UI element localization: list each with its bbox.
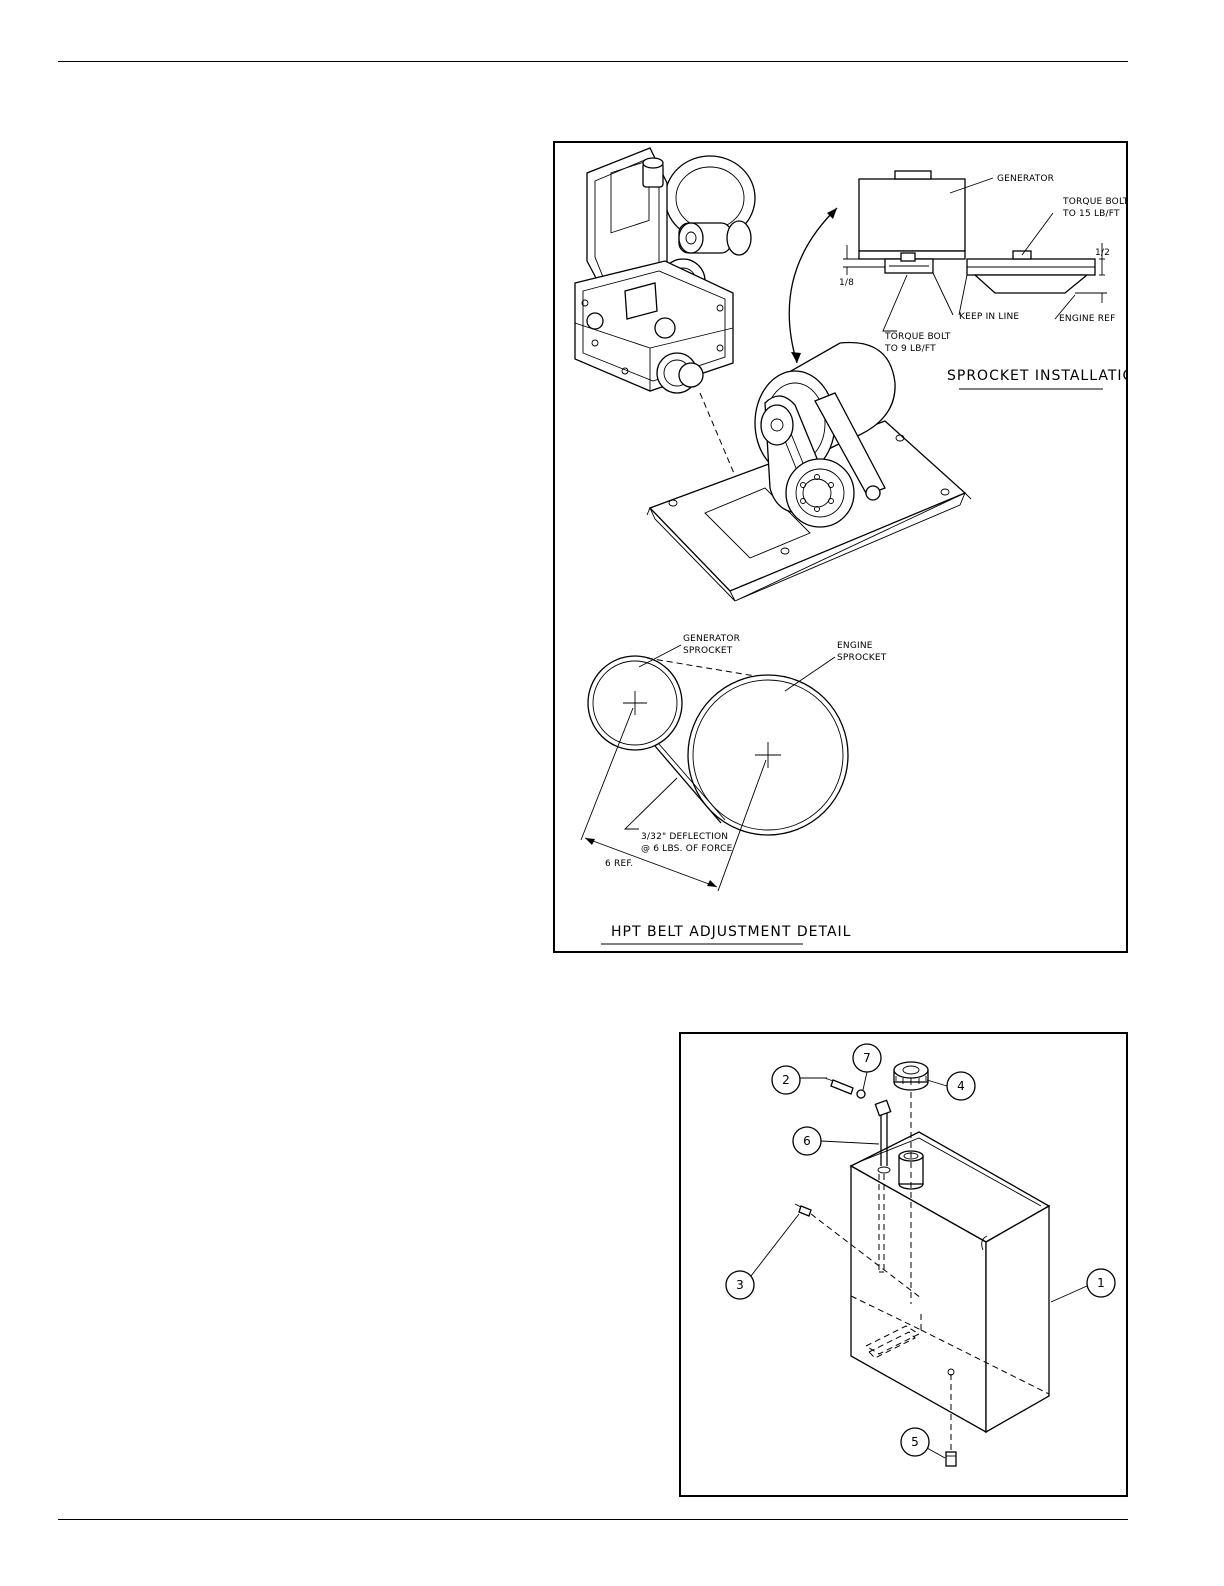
top-figure-drawing: GENERATOR TORQUE BOLT TO 15 LB/FT 1/2 1/… [555,143,1126,951]
callout-3: 3 [726,1214,799,1299]
engine-assembly-icon [575,148,755,393]
label-torque-bolt-15-line2: TO 15 LB/FT [1062,209,1120,219]
svg-text:6: 6 [803,1134,811,1148]
label-keep-in-line: KEEP IN LINE [959,312,1019,322]
label-generator: GENERATOR [997,174,1054,184]
svg-text:7: 7 [863,1051,871,1065]
detail-arrow [789,208,837,363]
label-torque-bolt-9-line2: TO 9 LB/FT [884,344,936,354]
svg-text:4: 4 [957,1079,965,1093]
svg-text:3: 3 [736,1278,744,1292]
fuel-tank-drawing: 1 2 3 4 5 6 7 [681,1034,1126,1495]
label-six-ref: 6 REF. [605,859,633,869]
label-generator-sprocket-line2: SPROCKET [683,646,733,656]
label-engine-ref: ENGINE REF [1059,314,1115,324]
callout-1: 1 [1051,1269,1115,1302]
dim-eighth: 1/8 [839,278,854,288]
callout-6: 6 [793,1127,879,1155]
callout-7: 7 [853,1044,881,1090]
label-torque-bolt-9-line1: TORQUE BOLT [884,332,951,342]
footer-rule [58,1519,1128,1520]
label-deflection-line2: @ 6 LBS. OF FORCE [641,844,733,854]
label-engine-sprocket-line2: SPROCKET [837,653,887,663]
svg-text:5: 5 [911,1435,919,1449]
svg-text:2: 2 [782,1073,790,1087]
top-figure-panel: GENERATOR TORQUE BOLT TO 15 LB/FT 1/2 1/… [553,141,1128,953]
callout-4: 4 [927,1072,975,1100]
bottom-figure-panel: 1 2 3 4 5 6 7 [679,1032,1128,1497]
title-belt-adjustment: HPT BELT ADJUSTMENT DETAIL [611,924,851,940]
label-torque-bolt-15-line1: TORQUE BOLT [1062,197,1126,207]
header-rule [58,61,1128,62]
fuel-tank-icon [795,1062,1049,1466]
title-sprocket-installation: SPROCKET INSTALLATION [947,368,1126,384]
dim-half: 1/2 [1095,248,1110,258]
belt-adjustment-detail: GENERATOR SPROCKET ENGINE SPROCKET 3/32"… [581,634,887,944]
label-generator-sprocket-line1: GENERATOR [683,634,740,644]
callout-5: 5 [901,1428,945,1458]
label-engine-sprocket-line1: ENGINE [837,641,873,651]
label-deflection-line1: 3/32" DEFLECTION [641,832,728,842]
svg-text:1: 1 [1097,1276,1105,1290]
callout-2: 2 [772,1066,827,1094]
